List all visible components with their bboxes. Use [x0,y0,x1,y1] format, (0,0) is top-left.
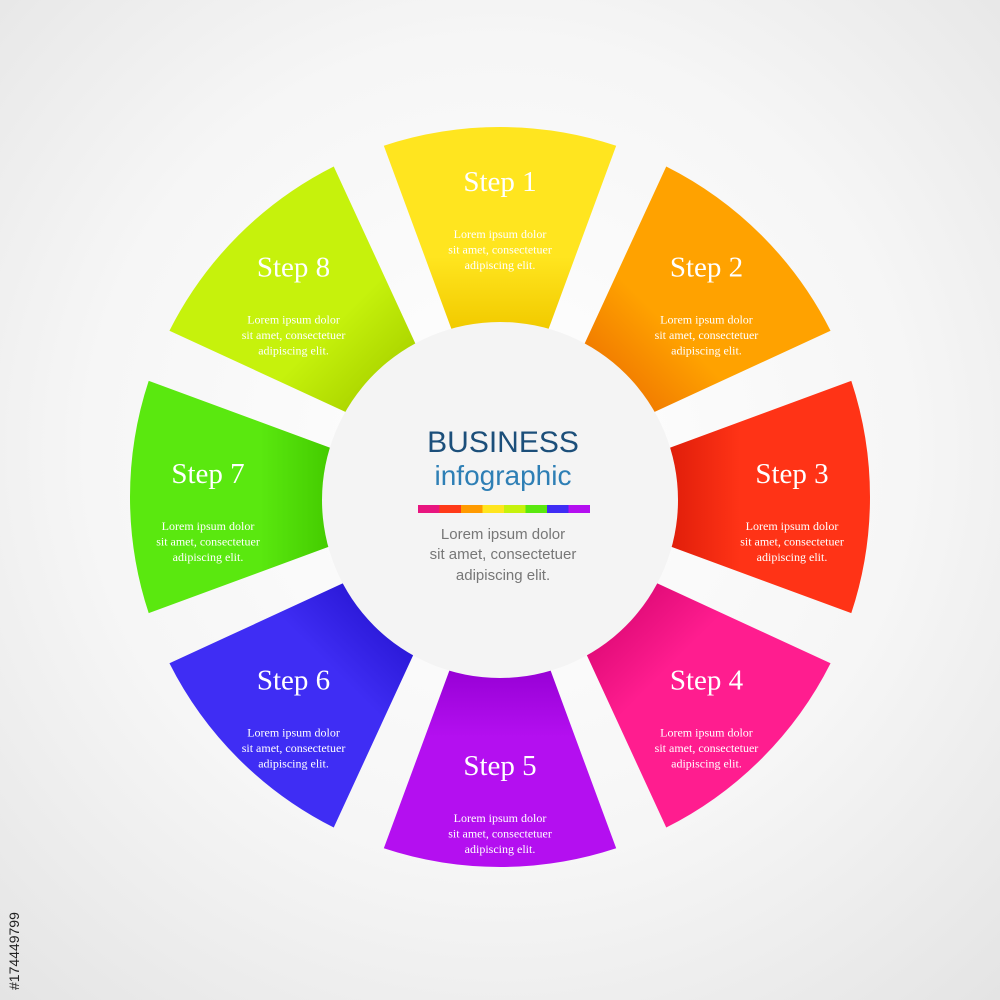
center-text-line-3: adipiscing elit. [456,567,550,584]
segment-label-6: Step 6 [257,664,330,696]
color-bar [418,505,590,513]
segment-step-2 [582,166,831,415]
center-text-line-1: Lorem ipsum dolor [441,526,565,543]
segment-8-text-line-3: adipiscing elit. [258,344,329,358]
segment-7-text-line-3: adipiscing elit. [173,550,244,564]
segment-8-text-line-1: Lorem ipsum dolor [247,313,340,327]
segment-step-7 [129,380,348,614]
segment-label-4: Step 4 [670,664,744,696]
segment-step-8 [169,166,418,415]
segment-1-text-line-2: sit amet, consectetuer [448,243,552,257]
segment-2-text-line-1: Lorem ipsum dolor [660,313,753,327]
segment-2-text-line-3: adipiscing elit. [671,344,742,358]
segment-step-5 [383,649,617,867]
segment-6-text-line-1: Lorem ipsum dolor [247,725,340,739]
color-bar-swatch-1 [418,505,440,513]
segment-5-text-line-1: Lorem ipsum dolor [454,811,547,825]
segment-label-1: Step 1 [463,166,536,198]
segment-4-text-line-3: adipiscing elit. [671,756,742,770]
segment-label-5: Step 5 [463,750,536,782]
color-bar-swatch-6 [525,505,547,513]
segment-1-text-line-3: adipiscing elit. [465,258,536,272]
segment-1-text-line-1: Lorem ipsum dolor [454,227,547,241]
watermark-id: #174449799 [6,912,22,990]
segment-step-1 [383,127,617,345]
center-subtitle: infographic [435,460,572,491]
center-title: BUSINESS [427,426,579,459]
segment-step-4 [582,579,831,828]
segment-4-text-line-2: sit amet, consectetuer [655,741,759,755]
segment-5-text-line-2: sit amet, consectetuer [448,827,552,841]
color-bar-swatch-3 [461,505,483,513]
color-bar-swatch-8 [568,505,590,513]
segment-label-2: Step 2 [670,252,743,284]
segment-label-3: Step 3 [755,458,828,490]
segment-3-text-line-2: sit amet, consectetuer [740,535,844,549]
segment-step-6 [169,579,418,828]
color-bar-swatch-2 [439,505,461,513]
center-hub [322,322,678,678]
segment-4-text-line-1: Lorem ipsum dolor [660,725,753,739]
segment-3-text-line-1: Lorem ipsum dolor [746,519,839,533]
segment-label-7: Step 7 [171,458,244,490]
segment-8-text-line-2: sit amet, consectetuer [242,328,346,342]
segment-7-text-line-1: Lorem ipsum dolor [162,519,255,533]
segment-6-text-line-2: sit amet, consectetuer [242,741,346,755]
segment-5-text-line-3: adipiscing elit. [465,842,536,856]
segment-6-text-line-3: adipiscing elit. [258,756,329,770]
segment-2-text-line-2: sit amet, consectetuer [655,328,759,342]
segment-7-text-line-2: sit amet, consectetuer [156,535,260,549]
segment-step-3 [652,380,870,614]
color-bar-swatch-4 [482,505,504,513]
segment-label-8: Step 8 [257,252,330,284]
color-bar-swatch-5 [504,505,526,513]
color-bar-swatch-7 [547,505,569,513]
segment-3-text-line-3: adipiscing elit. [757,550,828,564]
center-text-line-2: sit amet, consectetuer [430,546,577,563]
